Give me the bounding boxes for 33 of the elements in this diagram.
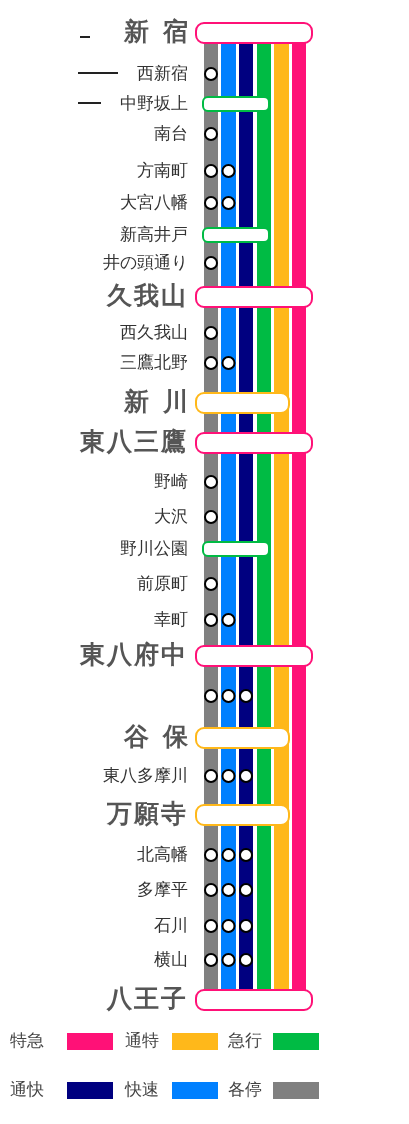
station-name: 方南町 bbox=[137, 162, 188, 179]
station-name: 井の頭通り bbox=[103, 254, 188, 271]
legend-label: 各停 bbox=[228, 1081, 262, 1098]
station-name: 新川 bbox=[124, 389, 202, 414]
station-name: 万願寺 bbox=[107, 801, 188, 826]
station-name: 石川 bbox=[154, 917, 188, 934]
station-name: 西新宿 bbox=[137, 65, 188, 82]
station-name: 西久我山 bbox=[120, 324, 188, 341]
legend-label: 特急 bbox=[10, 1032, 44, 1049]
station-name: 東八三鷹 bbox=[80, 429, 188, 454]
legend-label: 快速 bbox=[125, 1081, 159, 1098]
station-name: 中野坂上 bbox=[120, 95, 188, 112]
station-name: 北高幡 bbox=[137, 846, 188, 863]
station-name: 大宮八幡 bbox=[120, 194, 188, 211]
station-name: 八王子 bbox=[107, 986, 188, 1011]
station-name: 新宿 bbox=[124, 19, 202, 44]
station-name: 久我山 bbox=[107, 283, 188, 308]
legend-label: 通快 bbox=[10, 1081, 44, 1098]
station-name: 東八多摩川 bbox=[103, 767, 188, 784]
legend-label: 通特 bbox=[125, 1032, 159, 1049]
station-name: 谷保 bbox=[124, 724, 202, 749]
station-name: 三鷹北野 bbox=[120, 354, 188, 371]
station-name: 東八府中 bbox=[80, 642, 188, 667]
station-name: 新高井戸 bbox=[120, 226, 188, 243]
station-name: 前原町 bbox=[137, 575, 188, 592]
station-name: 野川公園 bbox=[120, 540, 188, 557]
station-name: 南台 bbox=[154, 125, 188, 142]
legend-label: 急行 bbox=[228, 1032, 262, 1049]
station-name: 大沢 bbox=[154, 508, 188, 525]
station-name: 横山 bbox=[154, 951, 188, 968]
station-name: 多摩平 bbox=[137, 881, 188, 898]
station-name: 野崎 bbox=[154, 473, 188, 490]
station-name: 幸町 bbox=[154, 611, 188, 628]
